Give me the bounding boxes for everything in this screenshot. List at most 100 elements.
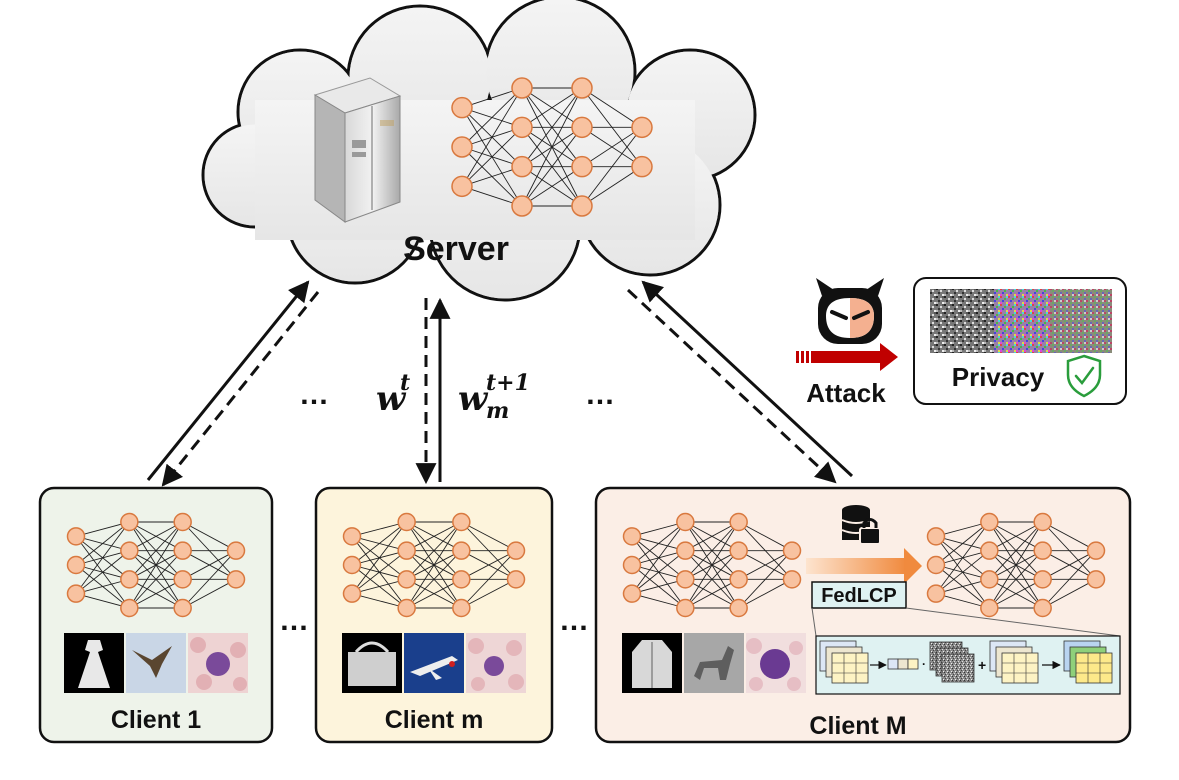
- client-m-label: Client m: [385, 706, 484, 734]
- neuron: [782, 541, 802, 560]
- network-edge: [461, 87, 523, 148]
- fedlcp-process-box: · +: [815, 635, 1121, 695]
- network-edge: [406, 578, 462, 609]
- neuron: [1033, 512, 1052, 532]
- network-edge: [631, 550, 686, 595]
- neuron: [676, 512, 695, 532]
- network-edge: [128, 521, 184, 609]
- neuron: [782, 570, 802, 589]
- network-edge: [989, 550, 1043, 609]
- communication-links: [146, 280, 854, 487]
- client-m-panel: Client m: [314, 486, 554, 744]
- network-edge: [1042, 550, 1097, 609]
- neuron: [452, 541, 471, 560]
- network-edge: [129, 578, 183, 609]
- input-feature-grid: [819, 640, 869, 684]
- neuron: [676, 598, 695, 618]
- client-separator-1: …: [279, 604, 309, 637]
- neuron: [397, 512, 416, 532]
- network-edge: [1042, 550, 1097, 580]
- network-edge: [129, 521, 183, 552]
- noise-stack: [929, 641, 975, 683]
- network-edge: [581, 87, 643, 128]
- deer-image: [684, 633, 744, 693]
- client-separator-2: …: [559, 604, 589, 637]
- dress-image: [64, 633, 124, 693]
- neuron: [980, 598, 999, 618]
- network-edge: [182, 550, 237, 609]
- download-arrow-client-M: [626, 288, 837, 484]
- client-1-neural-network: [66, 512, 246, 618]
- network-edge: [935, 550, 990, 595]
- server-neural-network: [451, 77, 653, 217]
- neuron: [66, 584, 86, 603]
- client-m-neural-network: [342, 512, 526, 618]
- blood-cell-image: [746, 633, 806, 693]
- neuron: [397, 598, 416, 618]
- network-edge: [182, 578, 237, 609]
- server-tower-icon: [313, 77, 402, 223]
- server-cloud: [201, 0, 757, 302]
- neuron: [980, 512, 999, 532]
- neuron: [397, 541, 416, 560]
- neuron: [1033, 570, 1052, 589]
- neuron: [926, 555, 946, 575]
- network-edge: [75, 521, 130, 566]
- neuron: [676, 541, 695, 560]
- neuron: [452, 512, 471, 532]
- neuron: [571, 77, 593, 99]
- neuron: [1086, 570, 1106, 589]
- neuron: [451, 136, 473, 158]
- global-weight-label: w t: [376, 370, 410, 419]
- network-edge: [631, 521, 686, 594]
- neuron: [342, 527, 362, 546]
- attack-label: Attack: [806, 378, 886, 408]
- network-edge: [581, 166, 643, 207]
- network-edge: [988, 521, 1044, 609]
- neuron: [631, 116, 653, 139]
- neuron: [729, 512, 748, 532]
- coat-image: [622, 633, 682, 693]
- network-edge: [461, 550, 517, 609]
- client-1-images: [64, 633, 248, 693]
- neuron: [631, 155, 653, 178]
- svg-text:t: t: [400, 370, 410, 396]
- network-edge: [581, 126, 643, 168]
- neuron: [66, 527, 86, 546]
- network-edge: [738, 578, 793, 609]
- client-M-label: Client M: [809, 712, 906, 740]
- neuron: [506, 570, 526, 589]
- neuron: [342, 584, 362, 603]
- client-M-neural-network-local: [622, 512, 802, 618]
- svg-text:·: ·: [922, 657, 926, 671]
- neuron: [926, 584, 946, 603]
- neuron: [226, 570, 246, 589]
- neuron: [571, 195, 593, 217]
- neuron: [1086, 541, 1106, 560]
- svg-text:t+1: t+1: [486, 370, 530, 396]
- noisy-image-2: [994, 289, 1050, 353]
- network-edge: [521, 166, 583, 207]
- neuron: [980, 570, 999, 589]
- vector: [887, 658, 919, 670]
- neuron: [66, 555, 86, 575]
- noisy-image-1: [930, 289, 994, 353]
- network-edge: [685, 578, 739, 609]
- privacy-box: Privacy: [913, 277, 1127, 405]
- svg-text:m: m: [486, 398, 509, 424]
- neuron: [226, 541, 246, 560]
- client-M-images: [622, 633, 806, 693]
- network-edge: [75, 550, 130, 595]
- neuron: [342, 555, 362, 575]
- neuron: [1033, 541, 1052, 560]
- network-edge: [631, 521, 686, 566]
- bird-image: [126, 633, 186, 693]
- attack-arrow: [796, 343, 898, 371]
- neuron: [511, 116, 533, 139]
- neuron: [1033, 598, 1052, 618]
- network-edge: [685, 521, 739, 580]
- neuron: [452, 598, 471, 618]
- network-edge: [406, 521, 462, 552]
- network-edge: [935, 521, 990, 566]
- network-edge: [461, 578, 517, 609]
